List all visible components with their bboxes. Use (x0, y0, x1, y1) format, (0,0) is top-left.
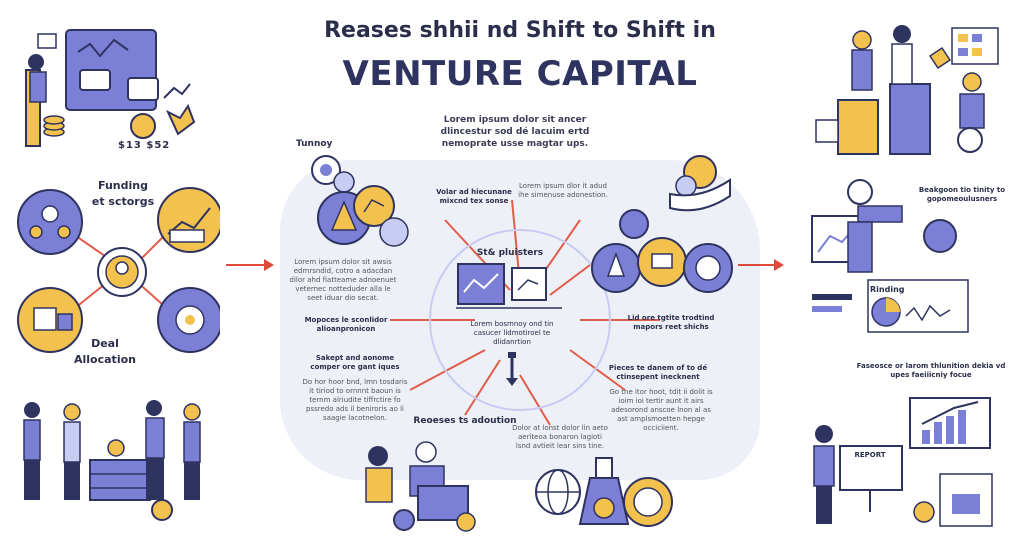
top-right-block: Lorem ipsum dlor it adud ihe simenuse ad… (518, 182, 608, 199)
right-arrow-line (738, 264, 778, 266)
right-label-1: Beakgoon tio tinity to gopomeoulusners (918, 186, 1006, 203)
left-block-3-body: Do hor hoor bnd, lmn tosdaris it tiriod … (302, 378, 408, 422)
top-block: Volar ad hiecunane mixcnd tex sonse (436, 188, 512, 205)
bottom-block: Dolor at lonst dolor lin aeto aeriteoa b… (512, 424, 608, 450)
intro-text: Lorem ipsum dolor sit ancer dlincestur s… (440, 115, 590, 149)
left-block-1: Lorem ipsum dolor sit awsis edmrsndid, c… (289, 258, 397, 302)
bottom-label: Reoeses ts adoution (413, 416, 517, 426)
office-illustration (25, 29, 196, 147)
inset-title: Rinding (870, 285, 905, 294)
deal-label: Deal Allocation (74, 337, 136, 366)
left-arrow-line (226, 264, 266, 266)
left-block-2: Mopoces le sconlidor alioanpronicon (304, 316, 388, 333)
workers-illustration (365, 441, 476, 532)
analysis-illustration (811, 179, 969, 333)
left-arrow-head (264, 259, 274, 271)
pin-icon (506, 352, 518, 386)
hub-illustration (456, 263, 562, 309)
presentation-illustration (813, 397, 993, 527)
right-center-illustration (591, 155, 733, 293)
tunnel-label: Tunnoy (296, 139, 333, 149)
left-block-3-title: Sakept and aonome comper ore gant iques (310, 354, 400, 371)
team-illustration (23, 400, 201, 521)
right-label-2: Faseosce or larom thlunition dekia vd up… (856, 362, 1006, 379)
right-arrow-head (774, 259, 784, 271)
right-block-2-body: Go tne itor hoot, tdit ii dolit is ioim … (609, 388, 713, 432)
title-line-2: VENTURE CAPITAL (342, 54, 698, 94)
handshake-illustration (815, 25, 999, 155)
hub-connectors (390, 199, 660, 426)
globe-money-illustration (535, 457, 673, 527)
right-block-2-title: Pieces te danem of to dé ctinsepent inec… (608, 364, 708, 381)
right-block-1: Lid ore tgtite trodtind mapors reet shic… (627, 314, 715, 331)
funding-cluster (17, 187, 220, 353)
title-line-1: Reases shhii nd Shift to Shift in (324, 18, 716, 43)
tunnel-illustration (311, 155, 409, 247)
ticker-text: $13 $52 (118, 140, 171, 151)
hub-body: Lorem bosmnoy ond tin casucer lidmotiroe… (470, 320, 554, 346)
hub-title: St& pluisters (476, 248, 544, 258)
report-label: REPORT (854, 451, 886, 459)
funding-label: Funding et sctorgs (91, 179, 155, 208)
